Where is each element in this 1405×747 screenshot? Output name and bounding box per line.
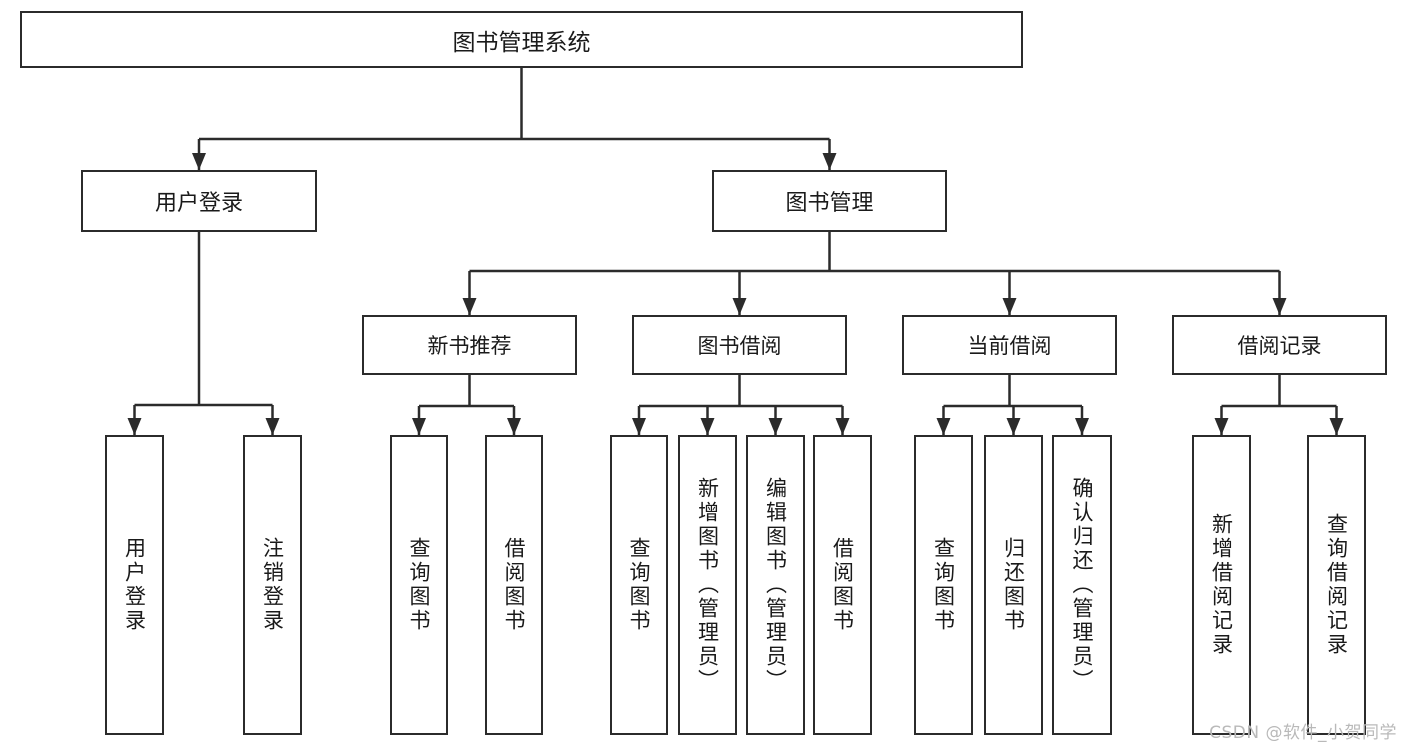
node-leaf-confirm-return[interactable]: 确认归还（管理员） — [1052, 435, 1112, 735]
node-book-manage[interactable]: 图书管理 — [712, 170, 947, 232]
node-book-manage-label: 图书管理 — [785, 191, 874, 216]
node-leaf-add-record[interactable]: 新增借阅记录 — [1192, 435, 1251, 735]
node-leaf-edit-book[interactable]: 编辑图书（管理员） — [746, 435, 805, 735]
node-user-login-label: 用户登录 — [154, 191, 243, 216]
node-leaf-borrow-book-1-label: 借阅图书 — [502, 537, 527, 633]
node-leaf-edit-book-label: 编辑图书（管理员） — [763, 477, 788, 693]
node-root[interactable]: 图书管理系统 — [20, 11, 1023, 68]
node-leaf-add-book[interactable]: 新增图书（管理员） — [678, 435, 737, 735]
node-borrow-record-label: 借阅记录 — [1237, 334, 1322, 358]
node-leaf-user-login[interactable]: 用户登录 — [105, 435, 164, 735]
node-leaf-confirm-return-label: 确认归还（管理员） — [1070, 477, 1095, 693]
node-leaf-add-book-label: 新增图书（管理员） — [695, 477, 720, 693]
node-user-login[interactable]: 用户登录 — [81, 170, 317, 232]
node-leaf-query-book-2[interactable]: 查询图书 — [610, 435, 668, 735]
node-leaf-query-book-2-label: 查询图书 — [627, 537, 652, 633]
node-current-borrow-label: 当前借阅 — [967, 334, 1052, 358]
node-leaf-logout-label: 注销登录 — [260, 537, 285, 633]
node-leaf-query-book-1[interactable]: 查询图书 — [390, 435, 448, 735]
node-book-borrow[interactable]: 图书借阅 — [632, 315, 847, 375]
node-leaf-add-record-label: 新增借阅记录 — [1209, 513, 1234, 657]
node-leaf-return-book-label: 归还图书 — [1001, 537, 1026, 633]
node-leaf-query-book-3-label: 查询图书 — [931, 537, 956, 633]
watermark: CSDN @软件_小贺同学 — [1209, 723, 1397, 743]
node-leaf-query-record[interactable]: 查询借阅记录 — [1307, 435, 1366, 735]
node-leaf-query-record-label: 查询借阅记录 — [1324, 513, 1349, 657]
node-leaf-borrow-book-2[interactable]: 借阅图书 — [813, 435, 872, 735]
node-new-book-recommend-label: 新书推荐 — [427, 334, 512, 358]
node-root-label: 图书管理系统 — [452, 29, 591, 56]
node-leaf-return-book[interactable]: 归还图书 — [984, 435, 1043, 735]
node-leaf-borrow-book-2-label: 借阅图书 — [830, 537, 855, 633]
node-leaf-query-book-3[interactable]: 查询图书 — [914, 435, 973, 735]
node-leaf-borrow-book-1[interactable]: 借阅图书 — [485, 435, 543, 735]
node-book-borrow-label: 图书借阅 — [697, 334, 782, 358]
node-leaf-query-book-1-label: 查询图书 — [407, 537, 432, 633]
node-borrow-record[interactable]: 借阅记录 — [1172, 315, 1387, 375]
node-new-book-recommend[interactable]: 新书推荐 — [362, 315, 577, 375]
node-leaf-logout[interactable]: 注销登录 — [243, 435, 302, 735]
node-current-borrow[interactable]: 当前借阅 — [902, 315, 1117, 375]
node-leaf-user-login-label: 用户登录 — [122, 537, 147, 633]
